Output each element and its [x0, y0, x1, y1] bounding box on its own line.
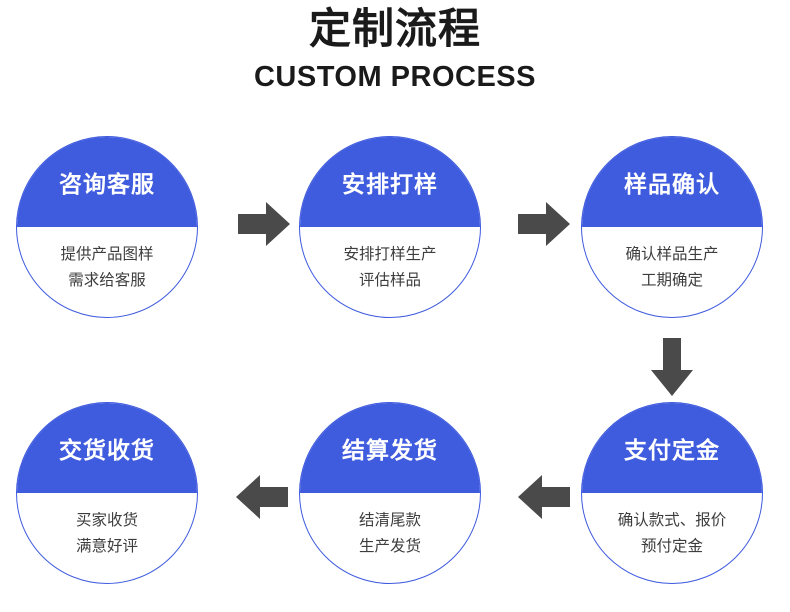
- process-step-1[interactable]: 咨询客服 提供产品图样 需求给客服: [16, 136, 198, 318]
- process-step-3-body: 确认样品生产 工期确定: [582, 227, 762, 317]
- process-step-2-header: 安排打样: [300, 137, 480, 227]
- process-step-5-line-2: 生产发货: [358, 537, 421, 555]
- arrow-right-icon-2: [518, 200, 570, 248]
- process-step-3-line-2: 工期确定: [640, 271, 703, 289]
- arrow-left-icon-1: [518, 473, 570, 521]
- process-step-6-title: 交货收货: [59, 438, 155, 464]
- process-step-3-line-1: 确认样品生产: [625, 245, 719, 263]
- process-step-3-header: 样品确认: [582, 137, 762, 227]
- process-step-4-line-2: 预付定金: [640, 537, 703, 555]
- process-step-6-line-2: 满意好评: [75, 537, 138, 555]
- page-title: 定制流程: [308, 4, 481, 53]
- process-step-4-body: 确认款式、报价 预付定金: [582, 493, 762, 583]
- process-step-4-title: 支付定金: [624, 438, 720, 464]
- process-step-6[interactable]: 交货收货 买家收货 满意好评: [16, 402, 198, 584]
- process-step-5-title: 结算发货: [342, 438, 438, 464]
- process-step-6-line-1: 买家收货: [75, 511, 138, 529]
- process-step-4[interactable]: 支付定金 确认款式、报价 预付定金: [581, 402, 763, 584]
- process-step-6-header: 交货收货: [17, 403, 197, 493]
- arrow-left-icon-2: [236, 473, 288, 521]
- process-step-4-header: 支付定金: [582, 403, 762, 493]
- process-step-1-title: 咨询客服: [59, 172, 155, 198]
- process-step-2[interactable]: 安排打样 安排打样生产 评估样品: [299, 136, 481, 318]
- process-step-5[interactable]: 结算发货 结清尾款 生产发货: [299, 402, 481, 584]
- page-header: 定制流程 CUSTOM PROCESS: [0, 0, 790, 94]
- process-step-2-line-2: 评估样品: [358, 271, 421, 289]
- process-step-1-body: 提供产品图样 需求给客服: [17, 227, 197, 317]
- process-step-1-line-2: 需求给客服: [68, 271, 146, 289]
- process-step-1-header: 咨询客服: [17, 137, 197, 227]
- arrow-down-icon-1: [648, 338, 696, 396]
- process-step-2-line-1: 安排打样生产: [343, 245, 437, 263]
- process-step-2-title: 安排打样: [342, 172, 438, 198]
- process-step-2-body: 安排打样生产 评估样品: [300, 227, 480, 317]
- arrow-right-icon-1: [238, 200, 290, 248]
- page-subtitle: CUSTOM PROCESS: [253, 61, 536, 93]
- process-step-5-line-1: 结清尾款: [358, 511, 421, 529]
- process-step-5-body: 结清尾款 生产发货: [300, 493, 480, 583]
- process-step-3[interactable]: 样品确认 确认样品生产 工期确定: [581, 136, 763, 318]
- process-step-4-line-1: 确认款式、报价: [617, 511, 727, 529]
- process-step-5-header: 结算发货: [300, 403, 480, 493]
- process-step-6-body: 买家收货 满意好评: [17, 493, 197, 583]
- process-step-1-line-1: 提供产品图样: [60, 245, 154, 263]
- process-step-3-title: 样品确认: [624, 172, 720, 198]
